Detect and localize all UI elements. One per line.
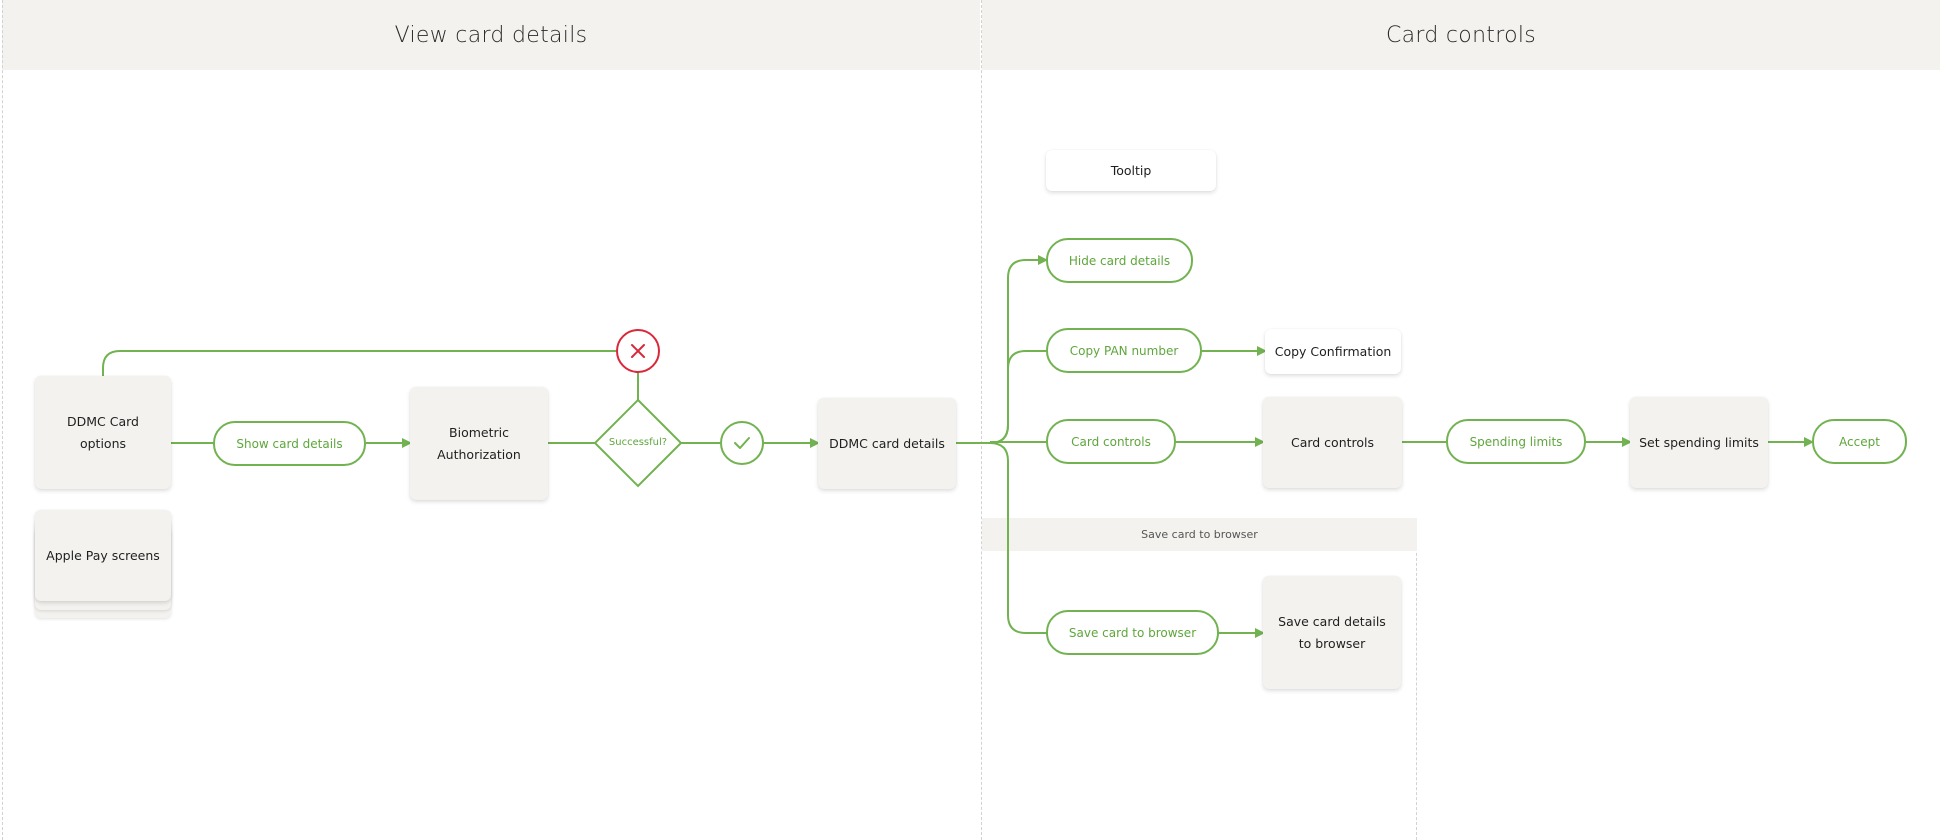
close-icon <box>631 344 645 358</box>
lane-divider-left <box>2 0 3 840</box>
save-card-to-browser-action[interactable]: Save card to browser <box>1046 610 1219 655</box>
lane-divider-sublane <box>1416 518 1417 840</box>
card-controls-action[interactable]: Card controls <box>1046 419 1176 464</box>
lane-title: View card details <box>394 22 588 48</box>
copy-pan-number-action[interactable]: Copy PAN number <box>1046 328 1202 373</box>
fail-node <box>616 329 660 373</box>
lane-divider-middle <box>981 0 982 840</box>
copy-confirmation-screen[interactable]: Copy Confirmation <box>1265 329 1401 374</box>
accept-action[interactable]: Accept <box>1812 419 1907 464</box>
hide-card-details-action[interactable]: Hide card details <box>1046 238 1193 283</box>
connector-fail-loop-back <box>102 350 616 376</box>
decision-diamond <box>593 398 683 488</box>
connector-branch-copy <box>989 350 1046 444</box>
ddmc-card-details-screen[interactable]: DDMC card details <box>818 398 956 489</box>
set-spending-limits-screen[interactable]: Set spending limits <box>1630 397 1768 488</box>
apple-pay-screens[interactable]: Apple Pay screens <box>35 510 171 601</box>
spending-limits-action[interactable]: Spending limits <box>1446 419 1586 464</box>
lane-header-view-card-details: View card details <box>2 0 980 70</box>
lane-title: Card controls <box>1385 22 1537 48</box>
card-controls-screen[interactable]: Card controls <box>1263 397 1402 488</box>
success-node <box>720 421 764 465</box>
decision-successful-label: Successful? <box>608 436 668 448</box>
sublane-title: Save card to browser <box>1141 528 1258 541</box>
tooltip-screen[interactable]: Tooltip <box>1046 150 1216 191</box>
sublane-header-save-card: Save card to browser <box>982 518 1417 551</box>
connector-branch-save <box>989 442 1046 634</box>
biometric-authorization-screen[interactable]: Biometric Authorization <box>410 387 548 500</box>
lane-header-card-controls: Card controls <box>982 0 1940 70</box>
show-card-details-action[interactable]: Show card details <box>213 421 366 466</box>
check-icon <box>734 437 750 449</box>
save-card-details-to-browser-screen[interactable]: Save card details to browser <box>1263 576 1401 689</box>
ddmc-card-options-screen[interactable]: DDMC Card options <box>35 376 171 489</box>
